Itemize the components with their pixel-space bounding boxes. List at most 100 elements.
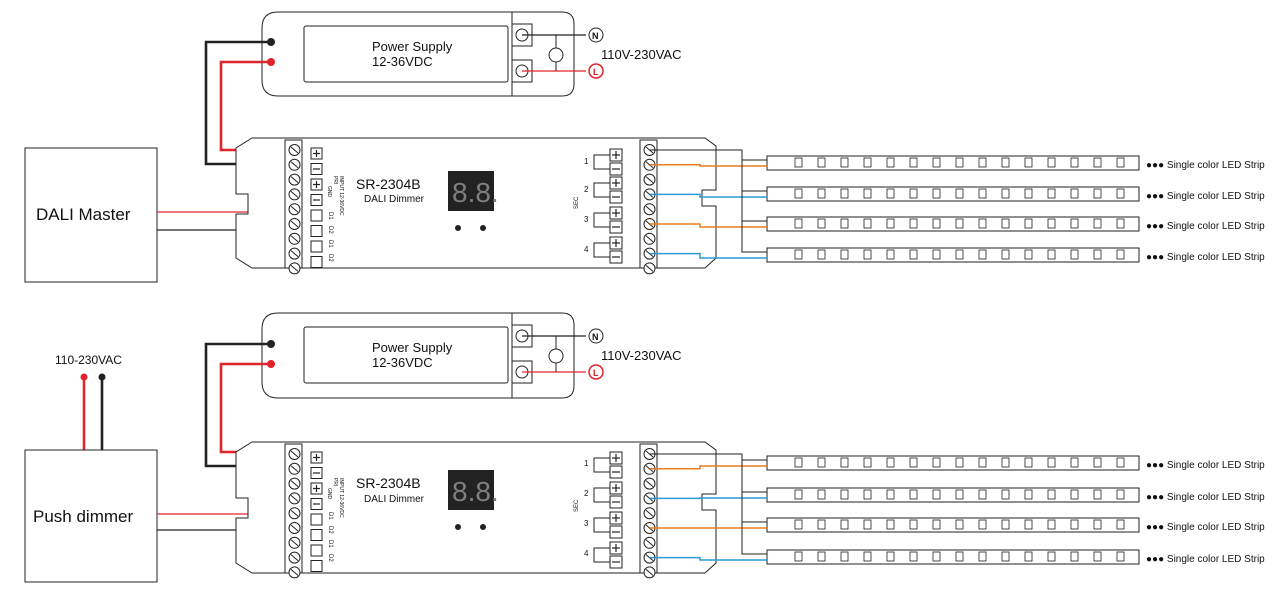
led-chip-icon — [1116, 519, 1125, 530]
terminal-box-icon — [310, 529, 323, 541]
led-chip-icon — [932, 551, 941, 562]
live-symbol: L — [593, 67, 599, 77]
signal-label: D2 — [327, 526, 333, 534]
channel-number: 4 — [584, 549, 589, 558]
led-chip-icon — [932, 249, 941, 260]
led-chip-icon — [1116, 489, 1125, 500]
led-chip-icon — [1070, 489, 1079, 500]
led-chip-icon — [932, 157, 941, 168]
led-chip-icon — [794, 551, 803, 562]
led-chip-icon — [863, 519, 872, 530]
led-chip-icon — [932, 489, 941, 500]
led-chip-icon — [1070, 188, 1079, 199]
signal-label: D1 — [327, 540, 333, 548]
led-chip-icon — [1001, 218, 1010, 229]
channel-bracket — [593, 517, 610, 533]
led-chip-icon — [978, 551, 987, 562]
power-supply-subtitle: 12-36VDC — [372, 355, 433, 370]
channel-negative-wire — [650, 556, 767, 561]
dimmer-model: SR-2304B — [356, 475, 421, 491]
channel-negative-wire — [650, 465, 767, 470]
led-strip-body — [766, 247, 1140, 263]
led-chip-icon — [886, 218, 895, 229]
led-chip-icon — [886, 249, 895, 260]
led-chip-icon — [886, 457, 895, 468]
channel-bracket — [593, 154, 610, 170]
led-chip-icon — [909, 188, 918, 199]
led-chip-icon — [794, 457, 803, 468]
channel-negative-wire — [650, 164, 767, 167]
led-chip-icon — [1047, 249, 1056, 260]
led-chip-icon — [840, 218, 849, 229]
button-dot-icon[interactable] — [455, 225, 461, 231]
led-chip-icon — [1047, 551, 1056, 562]
live-symbol: L — [593, 368, 599, 378]
screw-slot-icon — [290, 495, 299, 502]
signal-label: D2 — [327, 226, 333, 234]
led-chip-icon — [1093, 457, 1102, 468]
led-chip-icon — [1047, 188, 1056, 199]
led-chip-icon — [932, 519, 941, 530]
input-block-label: INPUT 12-36VDC — [338, 478, 344, 518]
button-dot-icon[interactable] — [480, 524, 486, 530]
led-chip-icon — [909, 519, 918, 530]
channel-bracket — [593, 457, 610, 473]
led-chip-icon — [978, 218, 987, 229]
led-chip-icon — [955, 218, 964, 229]
pri-label: PRI — [332, 176, 338, 184]
led-chip-icon — [1116, 157, 1125, 168]
led-chip-icon — [1116, 249, 1125, 260]
led-strip-label: ●●● Single color LED Strip — [1146, 221, 1265, 232]
led-strip-label: ●●● Single color LED Strip — [1146, 191, 1265, 202]
dimmer-display: 8.8. — [448, 470, 499, 510]
dimmer-model: SR-2304B — [356, 176, 421, 192]
live-terminal-icon — [588, 364, 604, 380]
channel-number: 1 — [584, 459, 589, 468]
led-chip-icon — [886, 519, 895, 530]
led-chip-icon — [909, 218, 918, 229]
dimmer-display: 8.8. — [448, 171, 499, 211]
led-chip-icon — [1116, 218, 1125, 229]
terminal-box-icon — [310, 513, 323, 526]
earth-junction-icon — [548, 348, 564, 364]
screw-slot-icon — [290, 554, 299, 561]
screw-slot-icon — [645, 250, 654, 257]
power-supply: Power Supply 12-36VDC — [261, 312, 575, 399]
controller-label: DALI Master — [36, 205, 131, 224]
power-supply-subtitle: 12-36VDC — [372, 54, 433, 69]
led-chip-icon — [1070, 157, 1079, 168]
mains-voltage-label: 110V-230VAC — [601, 348, 681, 363]
signal-label: D1 — [327, 512, 333, 520]
led-chip-icon — [909, 249, 918, 260]
led-chip-icon — [886, 551, 895, 562]
button-dot-icon[interactable] — [480, 225, 486, 231]
push-dimmer-mains: 110-230VAC — [55, 353, 122, 450]
led-chip-icon — [978, 188, 987, 199]
led-chip-icon — [955, 519, 964, 530]
led-strip-label: ●●● Single color LED Strip — [1146, 554, 1265, 565]
button-dot-icon[interactable] — [455, 524, 461, 530]
led-strip-body — [766, 186, 1140, 202]
led-chip-icon — [1024, 489, 1033, 500]
screw-slot-icon — [645, 539, 654, 547]
led-chip-icon — [863, 249, 872, 260]
channel-negative-wire — [650, 252, 767, 259]
led-chip-icon — [1024, 218, 1033, 229]
led-chip-icon — [955, 157, 964, 168]
screw-slot-icon — [645, 509, 654, 517]
channel-negative-wire — [650, 193, 767, 198]
led-chip-icon — [1024, 188, 1033, 199]
led-strip-label: ●●● Single color LED Strip — [1146, 252, 1265, 263]
led-chip-icon — [840, 157, 849, 168]
led-chip-icon — [794, 249, 803, 260]
display-digits: 8.8. — [452, 177, 499, 208]
led-chip-icon — [840, 249, 849, 260]
neutral-symbol: N — [592, 31, 599, 41]
led-chip-icon — [1093, 519, 1102, 530]
power-supply-title: Power Supply — [372, 340, 453, 355]
screw-slot-icon — [290, 524, 299, 532]
led-chip-icon — [817, 457, 826, 468]
led-chip-icon — [1047, 489, 1056, 500]
led-chip-icon — [1116, 188, 1125, 199]
